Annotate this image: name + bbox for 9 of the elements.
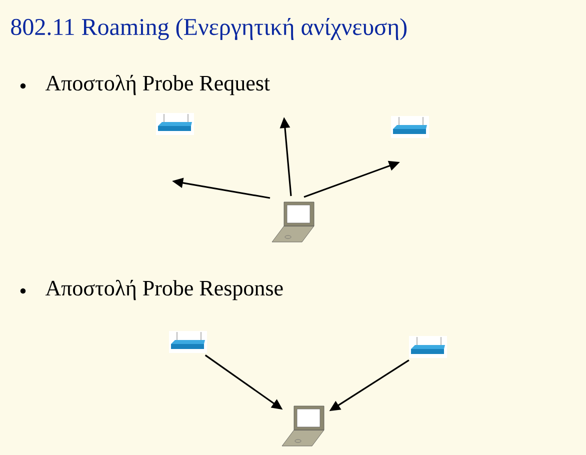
laptop-icon bbox=[282, 406, 324, 446]
router-icon bbox=[409, 336, 447, 358]
router-icon bbox=[156, 113, 194, 135]
laptop-icon bbox=[272, 202, 314, 242]
title: 802.11 Roaming (Ενεργητική ανίχνευση) bbox=[11, 18, 407, 40]
bullet-text: Αποστολή Probe Response bbox=[45, 280, 283, 300]
router-icon bbox=[169, 331, 207, 353]
bullet-text: Αποστολή Probe Request bbox=[45, 74, 270, 96]
router-icon bbox=[391, 116, 429, 138]
